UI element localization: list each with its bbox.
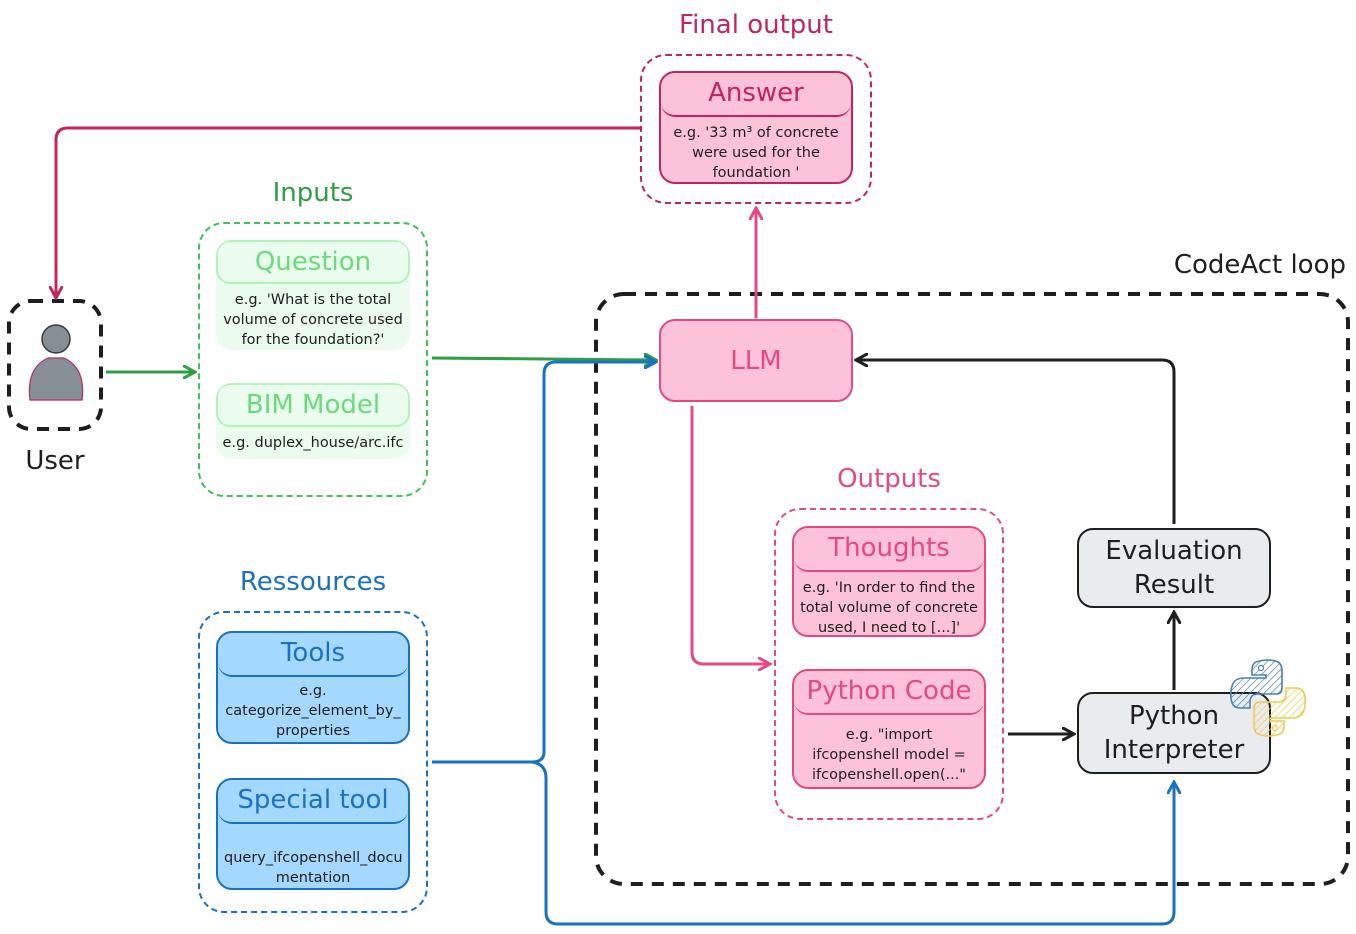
bim-model-title: BIM Model — [216, 383, 410, 427]
special-tool-title: Special tool — [218, 780, 408, 824]
question-title: Question — [216, 240, 410, 284]
user-icon — [24, 322, 88, 404]
codeact-loop-frame — [594, 292, 1350, 886]
thoughts-example: e.g. 'In order to find the total volume … — [800, 580, 978, 636]
tools-example: e.g. categorize_element_by_ properties — [225, 683, 401, 739]
final-output-group — [640, 54, 872, 204]
user-frame — [7, 299, 103, 431]
inputs-title: Inputs — [272, 178, 354, 208]
python-code-title: Python Code — [794, 671, 984, 715]
thoughts-title: Thoughts — [794, 528, 984, 572]
answer-example: e.g. '33 m³ of concrete were used for th… — [673, 125, 839, 181]
llm-node: LLM — [659, 319, 853, 402]
question-card: Question e.g. 'What is the total volume … — [216, 240, 410, 350]
question-example: e.g. 'What is the total volume of concre… — [223, 292, 403, 348]
codeact-loop-title: CodeAct loop — [1173, 250, 1346, 280]
tools-title: Tools — [218, 633, 408, 677]
special-tool-card: Special tool query_ifcopenshell_docu men… — [216, 778, 410, 890]
user-label: User — [25, 446, 85, 476]
resources-title: Ressources — [239, 567, 387, 597]
thoughts-card: Thoughts e.g. 'In order to find the tota… — [792, 526, 986, 637]
inputs-to-llm-arrow — [431, 358, 656, 360]
tools-card: Tools e.g. categorize_element_by_ proper… — [216, 631, 410, 744]
bim-model-card: BIM Model e.g. duplex_house/arc.ifc — [216, 383, 410, 459]
bim-model-example: e.g. duplex_house/arc.ifc — [222, 435, 404, 451]
answer-to-user-arrow — [56, 126, 640, 298]
outputs-title: Outputs — [837, 464, 941, 494]
special-tool-example: query_ifcopenshell_docu mentation — [224, 850, 403, 886]
answer-title: Answer — [661, 73, 851, 117]
python-code-card: Python Code e.g. "import ifcopenshell mo… — [792, 669, 986, 789]
answer-card: Answer e.g. '33 m³ of concrete were used… — [659, 71, 853, 184]
final-output-title: Final output — [679, 10, 833, 40]
evaluation-result-node: Evaluation Result — [1077, 528, 1271, 608]
resources-brace-line — [432, 362, 656, 764]
outputs-group — [774, 508, 1004, 820]
resources-to-interpreter-arrow — [531, 760, 1174, 926]
python-logo-icon — [1228, 658, 1308, 738]
python-code-example: e.g. "import ifcopenshell model = ifcope… — [812, 727, 966, 783]
llm-to-outputs-arrow — [690, 406, 770, 664]
evaluation-to-llm-arrow — [856, 360, 1176, 524]
inputs-group — [198, 222, 428, 497]
resources-group — [198, 611, 428, 913]
